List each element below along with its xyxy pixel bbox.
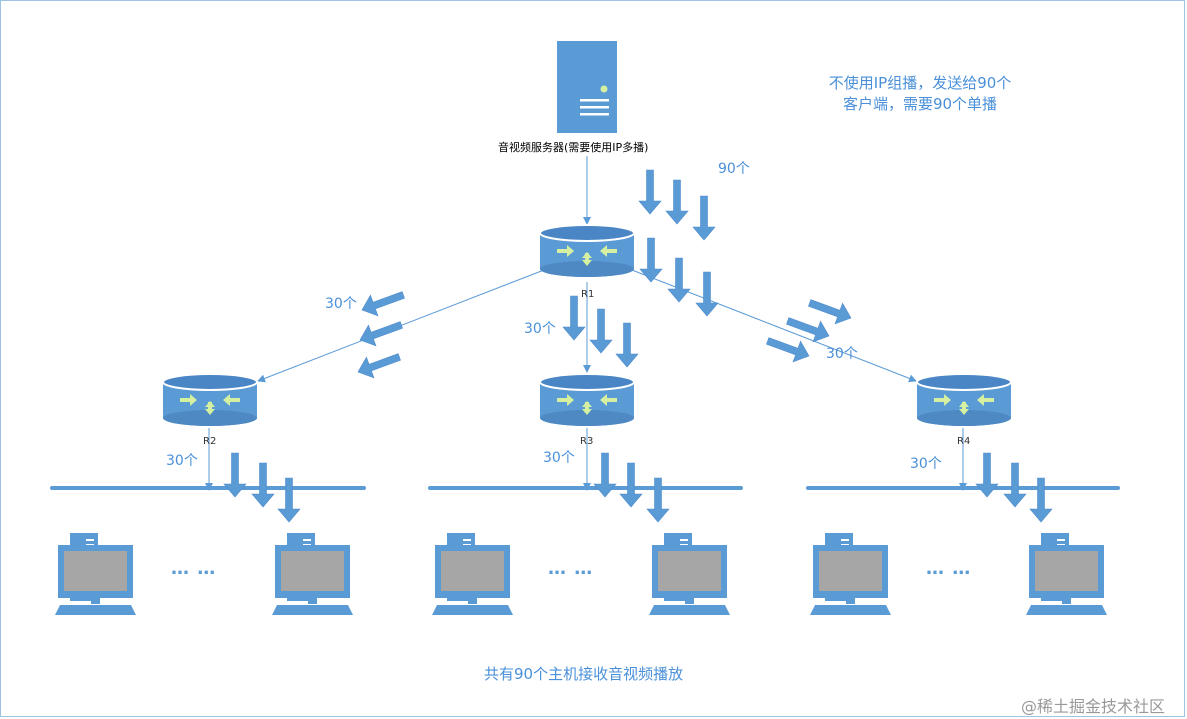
router-r4-label: R4 — [957, 436, 971, 447]
unicast-note-line2: 客户端，需要90个单播 — [842, 95, 998, 113]
r2-lan-count: 30个 — [166, 453, 198, 469]
unicast-arrows-r3-lan — [593, 452, 670, 523]
ellipsis-middle: … … — [548, 558, 594, 579]
r3-lan-count: 30个 — [543, 450, 575, 466]
router-r4-icon — [916, 373, 1012, 427]
unicast-note: 不使用IP组播，发送给90个 客户端，需要90个单播 — [818, 73, 1022, 115]
router-r1-label: R1 — [581, 289, 595, 300]
router-r2-label: R2 — [203, 436, 217, 447]
router-r3-label: R3 — [580, 436, 594, 447]
router-r2-icon — [162, 373, 258, 427]
r4-lan-count: 30个 — [910, 456, 942, 472]
router-r1-icon — [539, 224, 635, 278]
unicast-arrows-r1-r3 — [562, 295, 639, 368]
r1-to-r4-count: 30个 — [826, 346, 858, 362]
watermark: @稀土掘金技术社区 — [1021, 697, 1166, 716]
unicast-arrows-r4-lan — [975, 452, 1053, 523]
footer-caption: 共有90个主机接收音视频播放 — [484, 665, 684, 683]
unicast-note-line1: 不使用IP组播，发送给90个 — [828, 74, 1012, 92]
unicast-arrows-r1-r2 — [353, 284, 408, 383]
server-out-count: 90个 — [718, 161, 750, 177]
server-caption: 音视频服务器(需要使用IP多播) — [498, 141, 649, 154]
r1-to-r2-count: 30个 — [325, 296, 357, 312]
unicast-arrows-r2-lan — [223, 452, 301, 523]
r1-to-r3-count: 30个 — [524, 321, 556, 337]
unicast-arrows-server — [638, 169, 719, 317]
server-icon — [557, 41, 617, 133]
ellipsis-left: … … — [171, 558, 217, 579]
router-r3-icon — [539, 373, 635, 427]
ellipsis-right: … … — [926, 558, 972, 579]
